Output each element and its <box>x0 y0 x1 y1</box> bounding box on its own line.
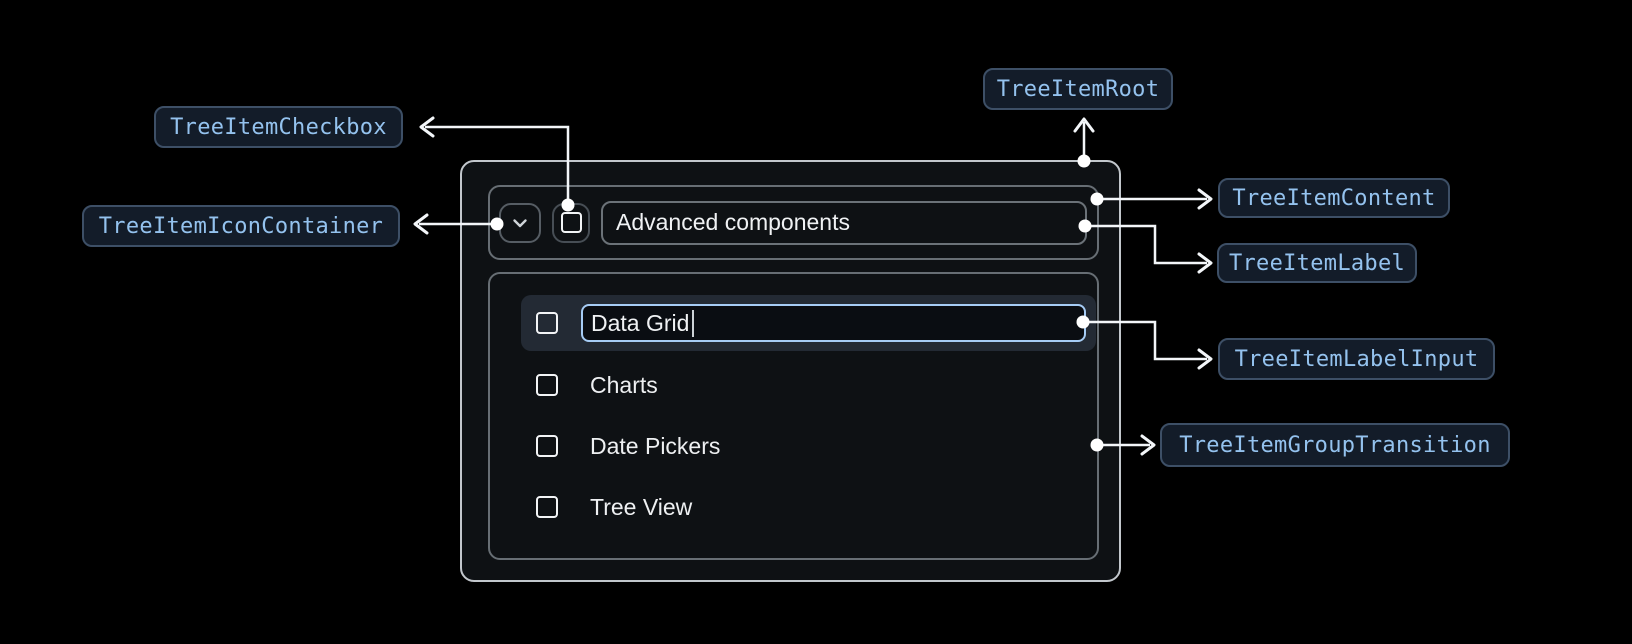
tree-row-label: Date Pickers <box>590 432 721 459</box>
row-checkbox-unchecked-icon[interactable] <box>536 312 558 334</box>
text-cursor <box>692 309 695 337</box>
tree-row-charts[interactable]: Charts <box>490 355 1097 415</box>
annotation-chip-treeitemcheckbox: TreeItemCheckbox <box>154 106 403 148</box>
tree-row-label: Tree View <box>590 493 693 520</box>
tree-item-group: Data Grid Charts Date Pickers Tree View <box>488 272 1099 560</box>
annotation-chip-treeitemroot: TreeItemRoot <box>983 68 1173 110</box>
annotation-chip-treeitemcontent: TreeItemContent <box>1218 178 1450 218</box>
row-checkbox-unchecked-icon[interactable] <box>536 374 558 396</box>
tree-row-label: Charts <box>590 371 658 398</box>
label-input-value: Data Grid <box>591 309 690 336</box>
tree-row-date-pickers[interactable]: Date Pickers <box>490 416 1097 476</box>
tree-row-tree-view[interactable]: Tree View <box>490 477 1097 537</box>
tree-item-checkbox-button[interactable] <box>552 202 590 243</box>
annotation-chip-treeitemlabel: TreeItemLabel <box>1217 243 1417 283</box>
tree-item-content-row[interactable]: Advanced components <box>488 185 1099 260</box>
chevron-down-icon <box>513 218 527 227</box>
tree-item-root-box: Advanced components Data Grid Charts Dat… <box>460 160 1121 582</box>
tree-item-label-input[interactable]: Data Grid <box>581 304 1086 342</box>
tree-item-label-text: Advanced components <box>616 209 850 235</box>
tree-item-label-field[interactable]: Advanced components <box>601 200 1087 245</box>
row-checkbox-unchecked-icon[interactable] <box>536 496 558 518</box>
checkbox-unchecked-icon <box>560 212 582 233</box>
annotation-chip-treeitemlabelinput: TreeItemLabelInput <box>1218 338 1495 380</box>
annotation-chip-treeitemgrouptransition: TreeItemGroupTransition <box>1160 423 1510 467</box>
expand-collapse-button[interactable] <box>499 202 541 243</box>
annotation-chip-treeitemiconcontainer: TreeItemIconContainer <box>82 205 400 247</box>
row-checkbox-unchecked-icon[interactable] <box>536 435 558 457</box>
tree-row-data-grid[interactable]: Data Grid <box>521 295 1096 351</box>
